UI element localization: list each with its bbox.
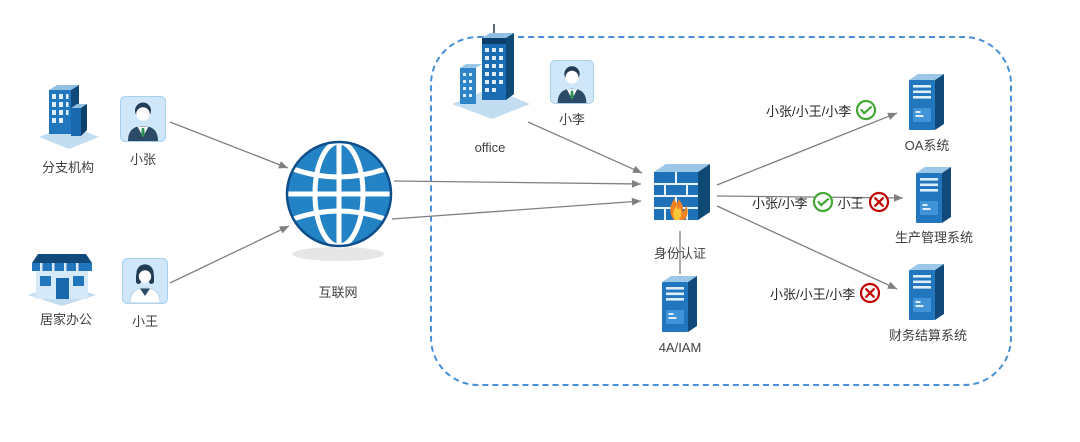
- deny-cross-icon: [868, 191, 890, 213]
- oa-access-row: 小张/小王/小李: [766, 99, 877, 121]
- user-wang-label: 小王: [131, 314, 158, 329]
- internet-globe-icon: [283, 138, 395, 250]
- user-zhang-label: 小张: [129, 152, 156, 167]
- branch-label: 分支机构: [41, 160, 94, 175]
- allow-check-icon: [855, 99, 877, 121]
- oa-system-label: OA系统: [904, 138, 950, 153]
- office-building-icon: [450, 24, 530, 124]
- firewall-icon: [648, 158, 712, 230]
- prod-access-denied-users: 小王: [837, 195, 864, 211]
- branch-building-icon: [33, 78, 103, 153]
- user-wang-avatar: [122, 258, 168, 304]
- home-office-icon: [26, 248, 98, 306]
- user-li-label: 小李: [558, 112, 585, 127]
- finance-access-row: 小张/小王/小李: [770, 282, 881, 304]
- firewall-label: 身份认证: [653, 246, 706, 261]
- finance-system-label: 财务结算系统: [888, 328, 967, 343]
- internet-label: 互联网: [318, 285, 358, 300]
- office-label: office: [474, 140, 506, 155]
- finance-server-icon: [905, 262, 949, 324]
- iam-label: 4A/IAM: [658, 340, 702, 355]
- allow-check-icon: [812, 191, 834, 213]
- prod-system-label: 生产管理系统: [894, 230, 973, 245]
- finance-access-users: 小张/小王/小李: [770, 286, 856, 302]
- deny-cross-icon: [859, 282, 881, 304]
- oa-access-users: 小张/小王/小李: [766, 103, 852, 119]
- oa-server-icon: [905, 72, 949, 134]
- prod-server-icon: [912, 165, 956, 227]
- user-li-avatar: [550, 60, 594, 104]
- iam-server-icon: [658, 274, 702, 336]
- home-office-label: 居家办公: [39, 312, 92, 327]
- prod-access-row: 小张/小李 小王: [752, 191, 890, 213]
- prod-access-allowed-users: 小张/小李: [752, 195, 808, 211]
- user-zhang-avatar: [120, 96, 166, 142]
